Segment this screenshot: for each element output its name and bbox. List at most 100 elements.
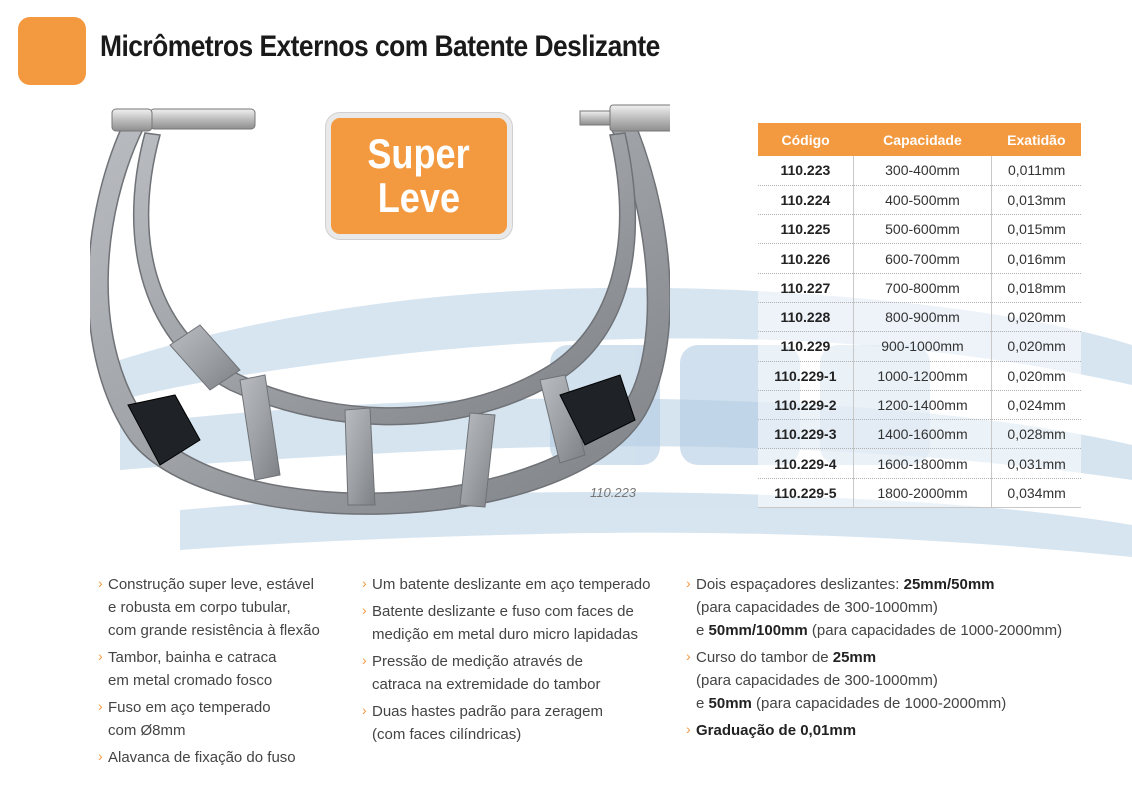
cell-accuracy: 0,015mm <box>991 214 1081 245</box>
cell-capacity: 400-500mm <box>853 185 993 216</box>
cell-accuracy: 0,034mm <box>991 478 1081 509</box>
feature-item: Construção super leve, estável e robusta… <box>98 572 348 642</box>
feature-item: Duas hastes padrão para zeragem (com fac… <box>362 699 682 746</box>
cell-code: 110.229-2 <box>758 390 854 421</box>
cell-code: 110.229 <box>758 331 854 362</box>
feature-item: Um batente deslizante em aço temperado <box>362 572 682 596</box>
badge-line-1: Super <box>367 130 471 177</box>
feature-item: Alavanca de fixação do fuso <box>98 745 348 769</box>
feature-line: Curso do tambor de 25mm <box>696 646 1126 669</box>
cell-accuracy: 0,028mm <box>991 419 1081 450</box>
feature-line: Alavanca de fixação do fuso <box>108 749 296 766</box>
super-light-badge: Super Leve <box>326 113 512 239</box>
header-code: Código <box>758 123 854 156</box>
cell-code: 110.225 <box>758 214 854 245</box>
cell-capacity: 500-600mm <box>853 214 993 245</box>
cell-capacity: 1600-1800mm <box>853 448 993 479</box>
page-title: Micrômetros Externos com Batente Desliza… <box>100 30 660 64</box>
feature-item-graduation: Graduação de 0,01mm <box>686 718 1126 742</box>
feature-line: com Ø8mm <box>108 722 186 739</box>
feature-item: Pressão de medição através de catraca na… <box>362 649 682 696</box>
cell-capacity: 300-400mm <box>853 156 993 186</box>
feature-text: (para capacidades de 1000-2000mm) <box>807 622 1063 639</box>
feature-bold: Graduação de 0,01mm <box>696 722 857 739</box>
feature-line: (com faces cilíndricas) <box>372 726 522 743</box>
feature-bold: 25mm/50mm <box>903 576 995 593</box>
feature-item: Fuso em aço temperado com Ø8mm <box>98 695 348 742</box>
feature-line: medição em metal duro micro lapidadas <box>372 626 638 643</box>
feature-text: Dois espaçadores deslizantes: <box>696 576 904 593</box>
product-model-label: 110.223 <box>590 485 637 500</box>
feature-line: Um batente deslizante em aço temperado <box>372 576 651 593</box>
cell-accuracy: 0,013mm <box>991 185 1081 216</box>
header-capacity: Capacidade <box>853 123 992 156</box>
feature-line: e 50mm/100mm (para capacidades de 1000-2… <box>696 619 1126 642</box>
features-column-1: Construção super leve, estável e robusta… <box>98 572 348 773</box>
feature-text: e <box>696 695 709 712</box>
feature-item: Batente deslizante e fuso com faces de m… <box>362 599 682 646</box>
feature-bold: 25mm <box>832 649 877 666</box>
badge-line-2: Leve <box>377 174 461 221</box>
feature-line: em metal cromado fosco <box>108 672 273 689</box>
cell-code: 110.223 <box>758 156 854 186</box>
feature-item-spacers: Dois espaçadores deslizantes: 25mm/50mm … <box>686 572 1126 642</box>
feature-item: Tambor, bainha e catraca em metal cromad… <box>98 645 348 692</box>
feature-line: (para capacidades de 300-1000mm) <box>696 672 938 689</box>
feature-line: Batente deslizante e fuso com faces de <box>372 603 634 620</box>
header-accuracy: Exatidão <box>991 123 1081 156</box>
feature-line: Dois espaçadores deslizantes: 25mm/50mm <box>696 573 1126 596</box>
feature-line: Fuso em aço temperado <box>108 699 271 716</box>
feature-text: e <box>696 622 709 639</box>
features-column-2: Um batente deslizante em aço temperado B… <box>362 572 682 750</box>
feature-line: e robusta em corpo tubular, <box>108 599 291 616</box>
feature-line: Duas hastes padrão para zeragem <box>372 703 603 720</box>
cell-code: 110.229-3 <box>758 419 854 450</box>
cell-code: 110.229-1 <box>758 361 854 391</box>
feature-line: com grande resistência à flexão <box>108 622 320 639</box>
cell-capacity: 1000-1200mm <box>853 361 993 391</box>
cell-accuracy: 0,016mm <box>991 243 1081 274</box>
cell-capacity: 1400-1600mm <box>853 419 993 450</box>
cell-accuracy: 0,011mm <box>991 156 1081 186</box>
feature-item-stroke: Curso do tambor de 25mm (para capacidade… <box>686 645 1126 715</box>
cell-accuracy: 0,018mm <box>991 273 1081 303</box>
feature-bold: 50mm/100mm <box>708 622 808 639</box>
feature-line: catraca na extremidade do tambor <box>372 676 601 693</box>
feature-text: (para capacidades de 1000-2000mm) <box>751 695 1007 712</box>
cell-capacity: 700-800mm <box>853 273 993 303</box>
cell-code: 110.229-5 <box>758 478 854 509</box>
cell-code: 110.224 <box>758 185 854 216</box>
micrometer-image <box>90 104 670 515</box>
feature-line: Construção super leve, estável <box>108 576 314 593</box>
cell-capacity: 800-900mm <box>853 302 993 333</box>
title-bold: com Batente Deslizante <box>375 30 660 63</box>
table-header-row: Código Capacidade Exatidão <box>758 123 1081 156</box>
cell-capacity: 900-1000mm <box>853 331 993 362</box>
cell-accuracy: 0,020mm <box>991 331 1081 362</box>
cell-capacity: 600-700mm <box>853 243 993 274</box>
feature-bold: 50mm <box>708 695 752 712</box>
cell-code: 110.229-4 <box>758 448 854 479</box>
cell-code: 110.226 <box>758 243 854 274</box>
feature-line: Pressão de medição através de <box>372 653 583 670</box>
cell-accuracy: 0,020mm <box>991 361 1081 391</box>
cell-code: 110.227 <box>758 273 854 303</box>
cell-accuracy: 0,020mm <box>991 302 1081 333</box>
feature-line: e 50mm (para capacidades de 1000-2000mm) <box>696 692 1126 715</box>
feature-text: Curso do tambor de <box>696 649 833 666</box>
cell-capacity: 1200-1400mm <box>853 390 993 421</box>
brand-square-icon <box>18 17 86 85</box>
cell-accuracy: 0,031mm <box>991 448 1081 479</box>
